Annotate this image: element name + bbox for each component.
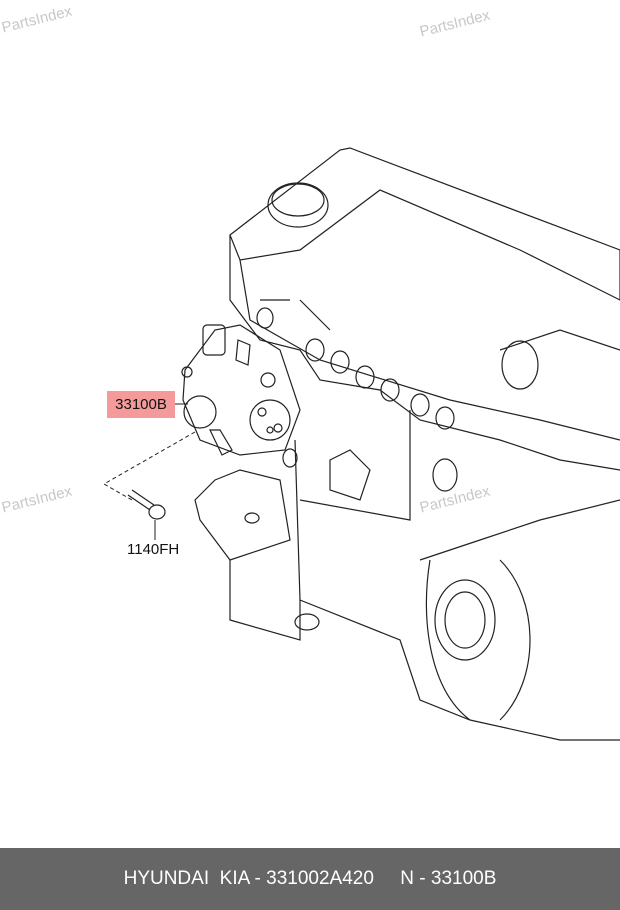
- engine-diagram: [102, 147, 620, 741]
- bolt-icon: [127, 489, 166, 520]
- leader-lines: [102, 403, 196, 540]
- part-callout-1140FH[interactable]: 1140FH: [127, 541, 180, 558]
- part-callout-33100B[interactable]: 33100B: [107, 391, 175, 418]
- fuel-pump: [181, 324, 301, 456]
- part-number-footer: HYUNDAI KIA - 331002A420 N - 33100B: [0, 848, 620, 910]
- engine-block: [194, 147, 620, 741]
